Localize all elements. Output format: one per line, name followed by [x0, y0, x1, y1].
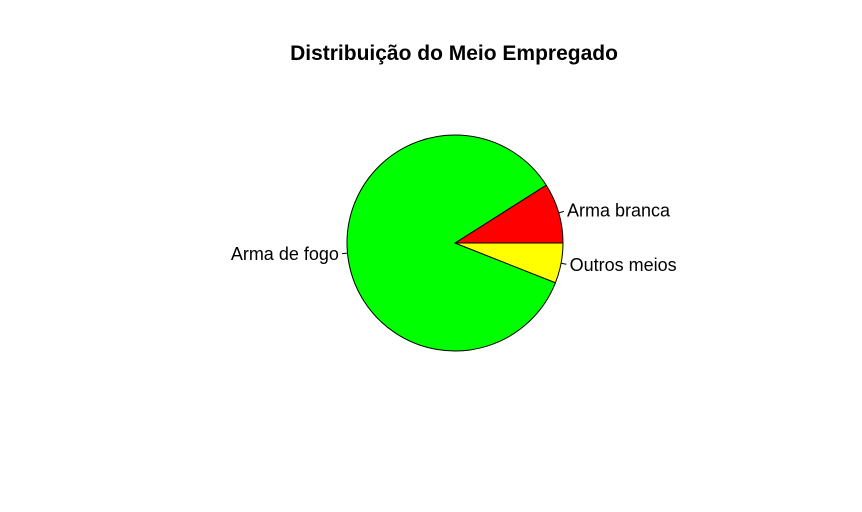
leader-line-arma-branca — [558, 210, 565, 214]
slice-label-outros-meios: Outros meios — [570, 255, 677, 275]
slice-label-arma-branca: Arma branca — [567, 200, 671, 220]
pie-slice-arma-de-fogo — [346, 134, 557, 352]
pie-slice-outros-meios — [454, 242, 564, 284]
pie-slices — [346, 134, 564, 352]
leader-line-arma-de-fogo — [342, 252, 348, 255]
leader-line-outros-meios — [560, 262, 567, 265]
slice-label-arma-de-fogo: Arma de fogo — [231, 244, 339, 264]
chart-title: Distribuição do Meio Empregado — [290, 42, 618, 65]
